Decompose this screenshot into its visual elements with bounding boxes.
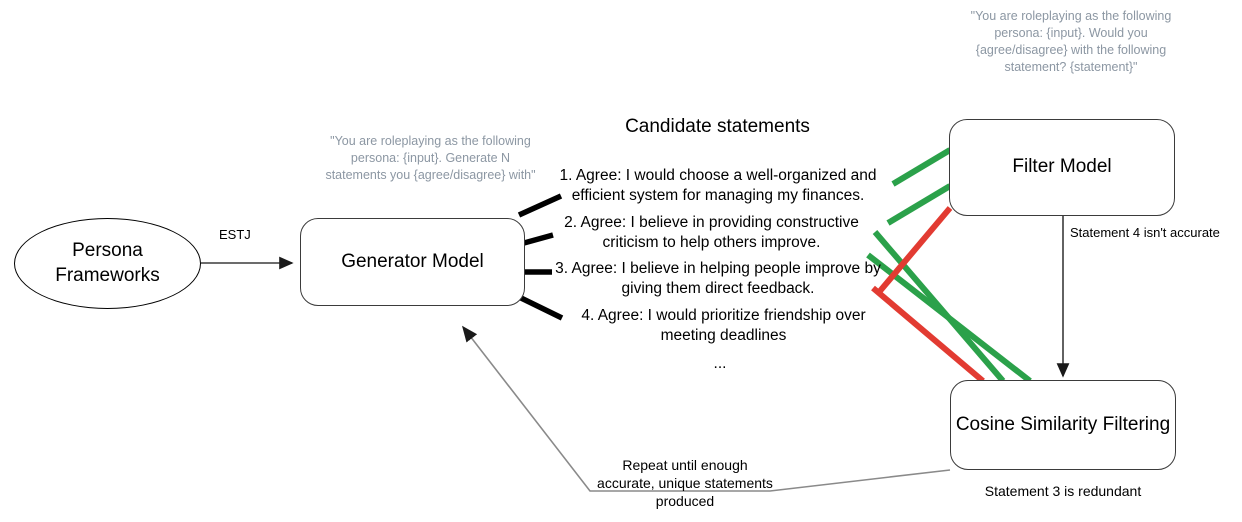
candidate-statements-ellipsis: ... bbox=[713, 355, 727, 372]
spoke-statement-4 bbox=[517, 294, 564, 321]
node-filter-model[interactable]: Filter Model bbox=[949, 119, 1175, 216]
edge-label-statement-4-inaccurate: Statement 4 isn't accurate bbox=[1070, 225, 1220, 240]
wire-reject-filter bbox=[877, 206, 953, 293]
node-persona-frameworks[interactable]: Persona Frameworks bbox=[14, 218, 201, 309]
wire-accept-1 bbox=[891, 147, 952, 187]
node-persona-frameworks-label: Persona Frameworks bbox=[55, 239, 160, 286]
node-cosine-similarity-filtering[interactable]: Cosine Similarity Filtering bbox=[950, 380, 1176, 470]
candidate-statements-title: Candidate statements bbox=[625, 116, 810, 137]
generator-prompt-note: "You are roleplaying as the following pe… bbox=[325, 134, 536, 182]
wire-reject-cosine bbox=[871, 285, 985, 384]
node-filter-model-label: Filter Model bbox=[1012, 156, 1112, 178]
candidate-statement-3: 3. Agree: I believe in helping people im… bbox=[555, 260, 881, 297]
wire-pass-2 bbox=[866, 252, 1032, 384]
edge-label-estj: ESTJ bbox=[219, 227, 251, 242]
filter-prompt-note: "You are roleplaying as the following pe… bbox=[970, 9, 1172, 74]
wire-pass-1 bbox=[872, 230, 1006, 383]
node-generator-model-label: Generator Model bbox=[341, 250, 484, 272]
wire-accept-2 bbox=[886, 183, 952, 226]
caption-statement-3-redundant: Statement 3 is redundant bbox=[984, 483, 1142, 499]
node-generator-model[interactable]: Generator Model bbox=[300, 218, 525, 306]
candidate-statement-4: 4. Agree: I would prioritize friendship … bbox=[581, 307, 866, 344]
caption-feedback-loop: Repeat until enough accurate, unique sta… bbox=[597, 457, 773, 510]
node-cosine-similarity-filtering-label: Cosine Similarity Filtering bbox=[955, 413, 1171, 435]
candidate-statement-1: 1. Agree: I would choose a well-organize… bbox=[559, 167, 877, 204]
candidate-statement-2: 2. Agree: I believe in providing constru… bbox=[564, 214, 859, 251]
